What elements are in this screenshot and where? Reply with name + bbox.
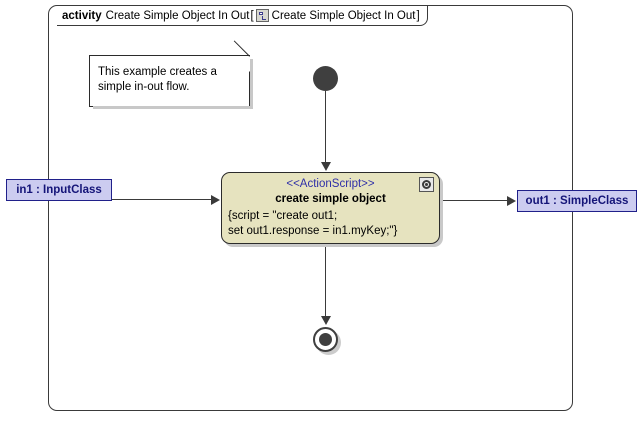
- frame-name: Create Simple Object In Out: [105, 9, 250, 22]
- comment-note: This example creates a simple in-out flo…: [89, 40, 253, 109]
- arrowhead-into-out1: [507, 196, 516, 206]
- edge-action-to-out1: [441, 200, 509, 201]
- note-line-1: This example creates a: [98, 66, 217, 78]
- edge-action-to-final: [325, 244, 326, 318]
- note-right-border: [249, 71, 250, 106]
- edge-in1-to-action: [112, 199, 213, 200]
- activity-frame-header: activity Create Simple Object In Out [ C…: [57, 6, 428, 26]
- activity-tree-icon: [255, 9, 269, 22]
- activity-final-node: [313, 327, 338, 352]
- action-script-line-1: {script = "create out1;: [228, 210, 338, 222]
- input-pin-label: in1 : InputClass: [16, 184, 102, 196]
- final-node-inner-dot: [319, 333, 332, 346]
- frame-keyword: activity: [62, 9, 102, 22]
- action-script-badge-icon[interactable]: [419, 177, 434, 192]
- note-shadow-right: [250, 59, 253, 109]
- note-folded-corner: [233, 40, 250, 72]
- arrowhead-into-final: [321, 316, 331, 325]
- action-stereotype: <<ActionScript>>: [286, 178, 375, 190]
- input-pin-in1[interactable]: in1 : InputClass: [6, 179, 112, 201]
- frame-bracket-open: [: [250, 9, 254, 22]
- output-pin-out1[interactable]: out1 : SimpleClass: [517, 190, 637, 212]
- note-shadow-bottom: [93, 106, 253, 109]
- initial-node: [313, 66, 338, 91]
- arrowhead-into-action-left: [211, 195, 220, 205]
- action-node[interactable]: <<ActionScript>> create simple object {s…: [221, 172, 440, 244]
- frame-qualified-name: Create Simple Object In Out: [271, 9, 416, 22]
- arrowhead-into-action: [321, 162, 331, 171]
- action-title: create simple object: [275, 193, 386, 205]
- edge-initial-to-action: [325, 91, 326, 163]
- note-text: This example creates a simple in-out flo…: [90, 56, 250, 95]
- output-pin-label: out1 : SimpleClass: [525, 195, 629, 207]
- note-line-2: simple in-out flow.: [98, 81, 190, 93]
- action-script-line-2: set out1.response = in1.myKey;"}: [228, 225, 398, 237]
- frame-bracket-close: ]: [416, 9, 420, 22]
